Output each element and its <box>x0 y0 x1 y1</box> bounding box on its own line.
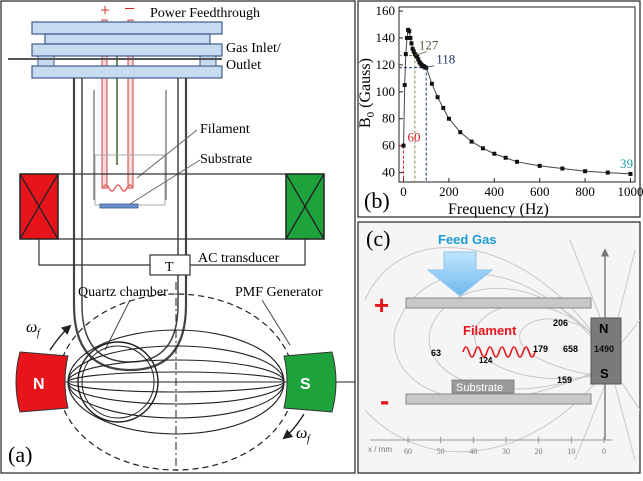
plate-bottom <box>406 394 591 404</box>
data-point-1 <box>403 83 407 87</box>
data-point-29 <box>504 156 508 160</box>
plate-top <box>406 298 591 308</box>
data-point-27 <box>481 146 485 150</box>
annotation-118: 118 <box>436 52 455 67</box>
y-tick-label-2: 80 <box>382 111 395 126</box>
magnet-s-text: S <box>600 366 609 381</box>
x-tick-label-1: 200 <box>439 184 459 199</box>
flange-lower <box>32 44 222 56</box>
value-63: 63 <box>431 348 441 358</box>
panel-b-tag: (b) <box>364 188 390 213</box>
x-axis-label: Frequency (Hz) <box>448 201 549 218</box>
annotation-127: 127 <box>419 37 439 52</box>
data-point-2 <box>404 52 408 56</box>
plus-sign: + <box>100 0 110 20</box>
filament-text: Filament <box>463 323 517 338</box>
data-point-30 <box>515 160 519 164</box>
c-axis-tick-label-4: 20 <box>535 447 543 456</box>
data-point-5 <box>407 29 411 33</box>
data-point-28 <box>492 152 496 156</box>
c-axis-tick-label-6: 0 <box>602 447 606 456</box>
substrate-plate <box>100 204 138 208</box>
value-159: 159 <box>557 375 572 385</box>
y-tick-label-3: 100 <box>376 84 396 99</box>
data-point-7 <box>409 41 413 45</box>
annotation-39: 39 <box>620 156 633 171</box>
flange-clamp-right <box>200 56 216 66</box>
x-tick-label-4: 800 <box>575 184 595 199</box>
substrate-label: Substrate <box>200 152 252 167</box>
plus-electrode: + <box>374 290 389 320</box>
c-axis-tick-label-2: 40 <box>469 447 477 456</box>
value-1490: 1490 <box>594 344 614 354</box>
value-206: 206 <box>553 318 568 328</box>
y-tick-label-0: 40 <box>382 165 395 180</box>
minus-electrode: - <box>380 385 389 416</box>
c-axis-label: x / mm <box>368 445 392 454</box>
y-tick-label-5: 140 <box>376 30 396 45</box>
x-tick-label-5: 1000 <box>617 184 643 199</box>
flange-top <box>32 22 222 34</box>
data-point-21 <box>430 82 434 86</box>
flange-clamp-left <box>38 56 54 66</box>
filament-label: Filament <box>200 122 250 137</box>
flange-mid <box>45 34 210 44</box>
flange-base <box>32 66 222 78</box>
omega-right: ω <box>296 425 307 442</box>
x-tick-label-2: 400 <box>485 184 505 199</box>
quartz-chamber-label: Quartz chamber <box>78 285 168 300</box>
y-tick-label-4: 120 <box>376 57 396 72</box>
pmf-generator-label: PMF Generator <box>235 285 323 300</box>
c-axis-tick-label-5: 10 <box>567 447 575 456</box>
data-point-26 <box>470 140 474 144</box>
panel-b: 0 200 400 600 800 1000 40 60 80 100 120 140 160 12711… <box>357 1 643 218</box>
data-point-23 <box>441 106 445 110</box>
x-tick-label-0: 0 <box>400 184 407 199</box>
value-124: 124 <box>479 356 493 365</box>
data-point-31 <box>538 164 542 168</box>
minus-sign: − <box>124 0 135 20</box>
substrate-text: Substrate <box>456 382 503 394</box>
c-axis-tick-label-3: 30 <box>502 447 510 456</box>
c-axis-tick-label-0: 60 <box>404 447 412 456</box>
magnet-n-label: N <box>33 376 45 393</box>
data-point-25 <box>458 130 462 134</box>
annotation-60: 60 <box>408 130 421 145</box>
c-axis-tick-label-1: 50 <box>437 447 445 456</box>
panel-c: Feed Gas + - Substrate Filament N S 206 … <box>358 222 640 473</box>
data-point-33 <box>583 169 587 173</box>
data-point-0 <box>402 144 406 148</box>
data-point-6 <box>408 36 412 40</box>
feed-gas-label: Feed Gas <box>438 232 497 247</box>
panel-c-tag: (c) <box>366 226 390 251</box>
gas-outlet-label: Outlet <box>226 58 261 73</box>
y-tick-label-1: 60 <box>382 138 395 153</box>
panel-a: + − <box>1 0 355 473</box>
value-658: 658 <box>563 344 578 354</box>
ac-transducer-label: AC transducer <box>198 251 280 266</box>
magnet-s-label: S <box>300 376 311 393</box>
power-feedthrough-label: Power Feedthrough <box>150 6 260 21</box>
data-point-22 <box>436 95 440 99</box>
transducer-label: T <box>165 260 174 275</box>
gas-inlet-label: Gas Inlet/ <box>226 41 281 56</box>
y-tick-label-6: 160 <box>376 3 396 18</box>
data-point-34 <box>606 171 610 175</box>
data-point-32 <box>560 167 564 171</box>
omega-left: ω <box>26 319 37 336</box>
data-point-24 <box>447 117 451 121</box>
x-tick-label-3: 600 <box>530 184 550 199</box>
data-point-3 <box>405 36 409 40</box>
value-179: 179 <box>533 344 548 354</box>
magnet-n-text: N <box>599 321 608 336</box>
data-point-35 <box>628 172 632 176</box>
panel-a-tag: (a) <box>8 442 32 467</box>
